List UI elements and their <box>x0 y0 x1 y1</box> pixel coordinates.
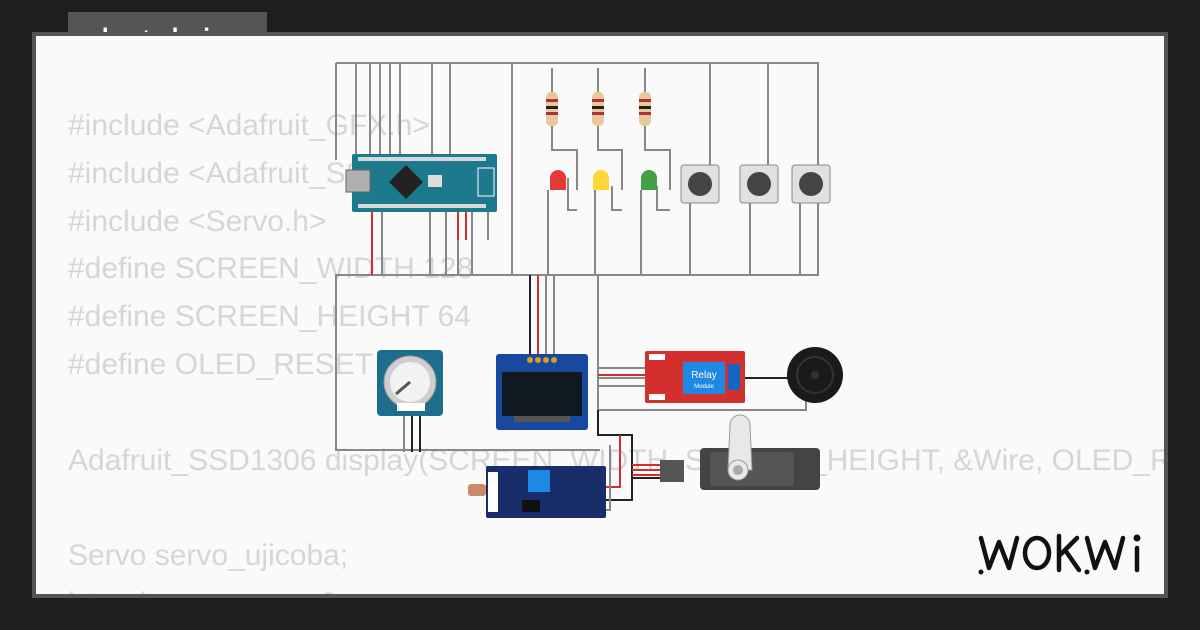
code-line: #define SCREEN_WIDTH 128 <box>68 252 474 286</box>
pushbutton-3 <box>791 164 831 204</box>
resistor-3 <box>639 92 651 126</box>
led-red <box>550 170 566 190</box>
code-line: int value_sensor = 0; <box>68 580 1164 594</box>
led-yellow <box>593 170 609 190</box>
code-line: Servo servo_ujicoba; <box>68 539 349 573</box>
servo-motor <box>660 414 820 490</box>
pushbutton-1 <box>680 164 720 204</box>
resistor-1 <box>546 92 558 126</box>
wokwi-logo <box>975 528 1150 583</box>
relay-title: Relay <box>691 370 717 381</box>
wokwi-logo-icon <box>978 533 1141 575</box>
photoresistor-sensor <box>468 466 606 518</box>
code-line: #define OLED_RESET -1 <box>68 347 408 381</box>
led-green <box>641 170 657 190</box>
code-line: #include <Servo.h> <box>68 204 327 238</box>
resistor-2 <box>592 92 604 126</box>
buzzer <box>787 347 843 403</box>
pushbutton-2 <box>739 164 779 204</box>
relay-subtitle: Module <box>694 384 714 390</box>
relay-module: Relay Module <box>645 351 745 403</box>
code-line: #define SCREEN_HEIGHT 64 <box>68 300 471 334</box>
arduino-nano <box>345 154 497 212</box>
ssd1306-oled <box>496 354 588 430</box>
potentiometer <box>377 350 443 416</box>
